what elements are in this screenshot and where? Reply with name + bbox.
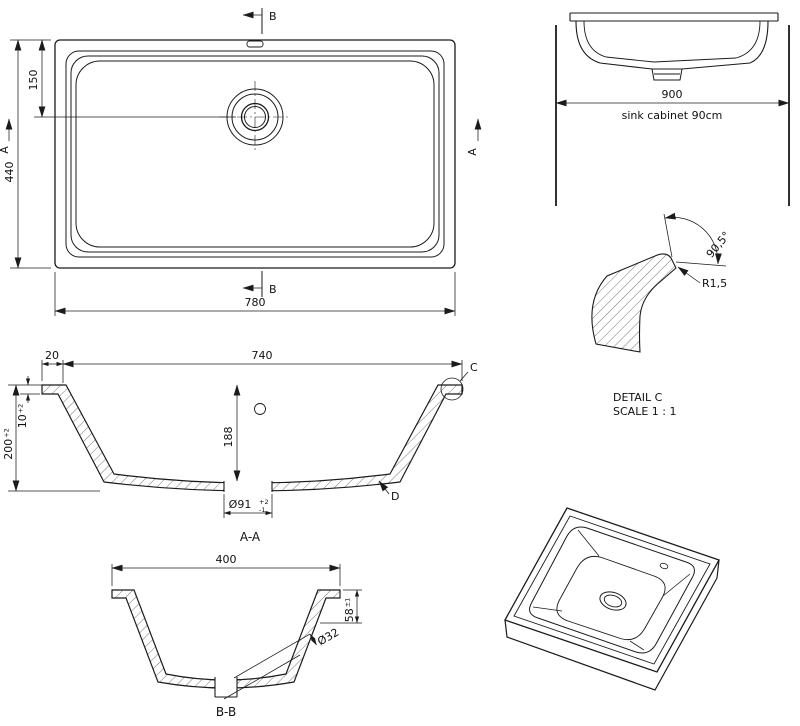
section-b-label-bottom: B (269, 283, 277, 296)
detail-c-scale: SCALE 1 : 1 (613, 405, 676, 418)
cabinet-caption: sink cabinet 90cm (622, 109, 723, 122)
iso-outer-rim (504, 507, 720, 673)
isometric-view (504, 507, 720, 691)
section-bb-title: B-B (216, 705, 236, 719)
bowl-top-edge (70, 55, 440, 253)
dim-150-label: 150 (27, 70, 40, 91)
section-marker-b-bottom: B (242, 271, 277, 297)
radius-label: R1,5 (702, 277, 727, 290)
dim-20-label: 20 (45, 349, 59, 362)
iso-body-sides (504, 559, 720, 691)
sink-outer-edge (54, 39, 456, 269)
detail-c-title: DETAIL C (613, 391, 663, 404)
bowl-outer-profile (575, 20, 769, 70)
dim-91-tol-up: +2 (259, 498, 269, 506)
dim-900-label: 900 (662, 88, 683, 101)
detail-c-circle (440, 377, 464, 401)
sink-rim-profile (569, 12, 779, 22)
detail-d-marker: D (391, 490, 399, 503)
detail-c-leader (459, 371, 469, 382)
dim-91-tol-dn: -1 (259, 506, 265, 514)
dim-91-label: Ø91 (229, 498, 252, 511)
detail-d-leader (378, 480, 390, 495)
dim-780: 780 (54, 272, 456, 316)
section-marker-b-top: B (242, 8, 277, 34)
dim-400-label: 400 (216, 553, 237, 566)
dim-188: 188 (222, 384, 241, 482)
dim-drain-91: Ø91 +2 -1 (223, 494, 273, 518)
dim-150: 150 (27, 39, 236, 118)
drain-stub-profile (651, 68, 683, 81)
bowl-inner-profile (583, 20, 761, 63)
dim-740-20: 20 740 (41, 349, 463, 383)
dim-58: 58±1 (320, 589, 362, 624)
iso-drain-outer (599, 591, 627, 611)
dim-188-label: 188 (222, 427, 235, 448)
section-aa-body (41, 384, 463, 492)
iso-overflow-hole (659, 562, 669, 570)
dim-900: 900 (555, 88, 790, 107)
cabinet-view: 900 sink cabinet 90cm (555, 12, 790, 206)
dim-200: 200+2 (2, 384, 100, 492)
iso-bowl-bottom (556, 555, 666, 641)
iso-drain-inner (603, 594, 623, 608)
dim-400: 400 (111, 553, 341, 586)
overflow-notch (246, 40, 264, 48)
detail-c-marker: C (470, 361, 478, 374)
drain-hole-gap-bb (215, 676, 237, 689)
overflow-hole-section (254, 403, 266, 415)
dim-440: 440 (3, 39, 51, 269)
section-a-label-left: A (0, 146, 11, 154)
dim-58-label: 58±1 (343, 598, 356, 623)
dim-740-label: 740 (252, 349, 273, 362)
plan-view: 780 440 150 B B A A (0, 8, 482, 316)
sink-rim-inner-edge (65, 50, 445, 258)
section-aa-title: A-A (240, 530, 261, 544)
section-marker-a-left: A (0, 118, 13, 154)
drain-stub-bb (214, 677, 238, 698)
radius-leader (677, 266, 701, 284)
iso-inner-rim (513, 515, 711, 665)
drain-hole-gap (224, 479, 272, 493)
drain-hole-edges (223, 481, 273, 492)
section-b-label-top: B (269, 10, 277, 23)
section-aa-view: C D 20 740 10+2 200+2 188 Ø (2, 349, 478, 544)
iso-bowl-corner-lines (532, 529, 691, 651)
iso-bowl-opening (529, 526, 695, 654)
section-bb-body (111, 589, 341, 689)
section-marker-a-right: A (466, 118, 482, 156)
dim-440-label: 440 (3, 162, 16, 183)
angle-arc (664, 212, 722, 265)
drain-centerlines (219, 81, 291, 153)
bowl-bottom-edge (75, 60, 435, 248)
section-a-label-right: A (466, 148, 479, 156)
dim-780-label: 780 (245, 296, 266, 309)
dim-200-label: 200+2 (2, 428, 15, 460)
